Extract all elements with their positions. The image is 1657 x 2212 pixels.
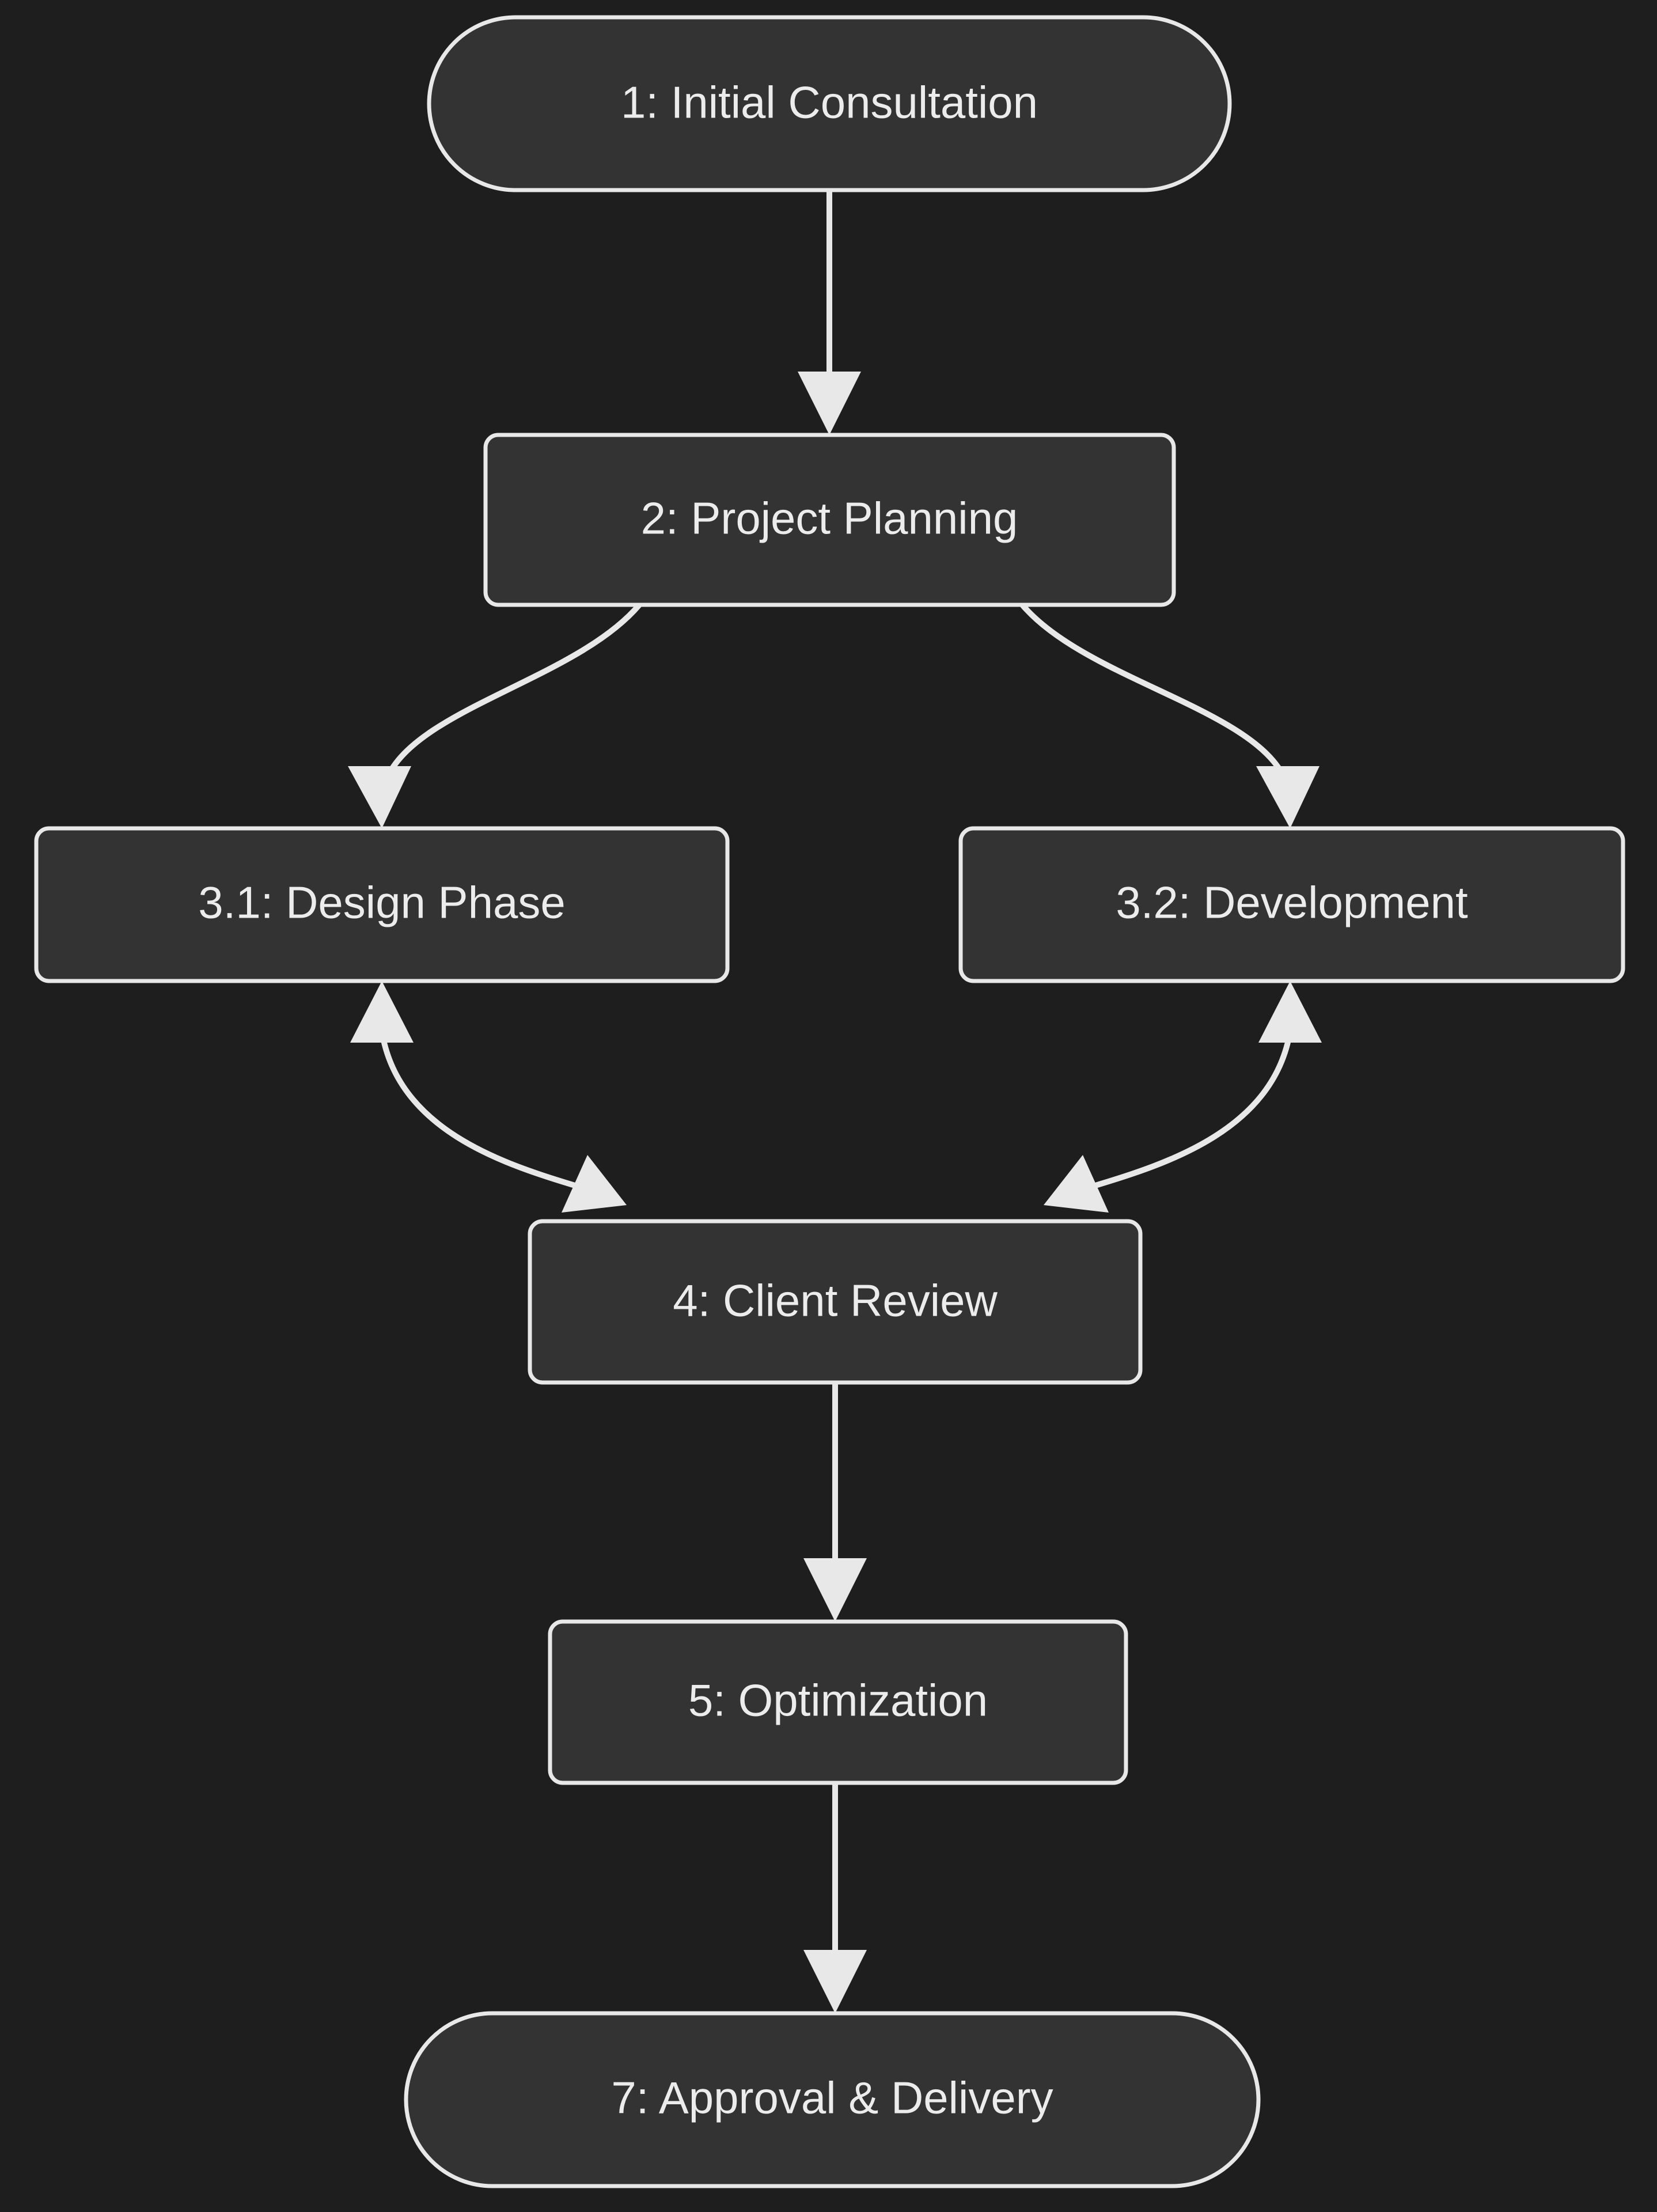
node-shape-stadium[interactable]: [427, 15, 1232, 192]
arrowhead-downleft-icon: [1044, 1155, 1109, 1213]
node-label: 2: Project Planning: [641, 493, 1018, 544]
node-label: 3.1: Design Phase: [198, 877, 565, 928]
edge-line: [1020, 603, 1288, 782]
edge-line: [1090, 1031, 1293, 1190]
node-design-phase[interactable]: 3.1: Design Phase: [34, 826, 730, 983]
edge-project-planning-to-design-phase: [348, 603, 642, 828]
node-shape-rounded-rect[interactable]: [34, 826, 730, 983]
node-optimization[interactable]: 5: Optimization: [548, 1619, 1128, 1785]
node-initial-consultation[interactable]: 1: Initial Consultation: [427, 15, 1232, 192]
edge-initial-consultation-to-project-planning: [798, 190, 861, 435]
node-shape-rounded-rect[interactable]: [528, 1219, 1143, 1385]
node-shape-rounded-rect[interactable]: [958, 826, 1625, 983]
node-client-review[interactable]: 4: Client Review: [528, 1219, 1143, 1385]
arrowhead-downright-icon: [562, 1155, 627, 1213]
node-label: 3.2: Development: [1116, 877, 1468, 928]
node-shape-stadium[interactable]: [404, 2011, 1261, 2188]
node-label: 7: Approval & Delivery: [611, 2073, 1053, 2123]
arrowhead-down-icon: [798, 372, 861, 435]
edge-project-planning-to-development: [1020, 603, 1319, 828]
node-project-planning[interactable]: 2: Project Planning: [483, 433, 1176, 607]
edge-optimization-to-approval-delivery: [803, 1783, 867, 2013]
arrowhead-down-icon: [1256, 766, 1319, 828]
edge-development-to-client-review: [1044, 981, 1322, 1213]
arrowhead-down-icon: [348, 766, 411, 828]
node-shape-rounded-rect[interactable]: [483, 433, 1176, 607]
arrowhead-down-icon: [803, 1950, 867, 2013]
edge-client-review-to-optimization: [803, 1382, 867, 1622]
node-label: 4: Client Review: [673, 1275, 998, 1326]
node-development[interactable]: 3.2: Development: [958, 826, 1625, 983]
node-approval-delivery[interactable]: 7: Approval & Delivery: [404, 2011, 1261, 2188]
node-label: 5: Optimization: [688, 1675, 988, 1726]
edge-line: [379, 1031, 580, 1190]
arrowhead-down-icon: [803, 1558, 867, 1622]
node-label: 1: Initial Consultation: [621, 77, 1038, 128]
edge-line: [383, 603, 642, 782]
arrowhead-up-icon: [1258, 981, 1322, 1043]
node-shape-rounded-rect[interactable]: [548, 1619, 1128, 1785]
edge-design-phase-to-client-review: [350, 981, 627, 1213]
arrowhead-up-icon: [350, 981, 414, 1043]
